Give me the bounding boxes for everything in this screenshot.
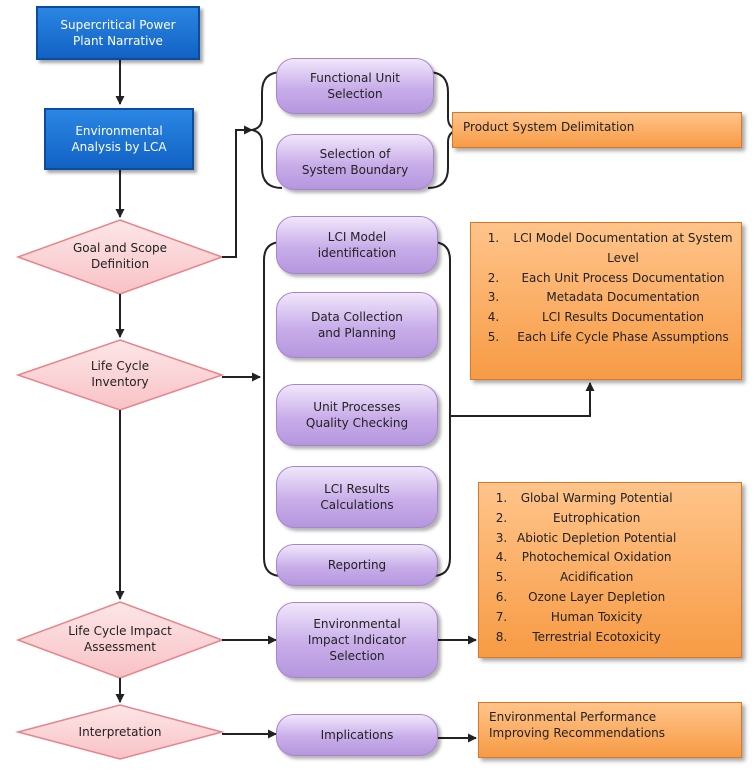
lci-results-node: LCI Results Calculations [276, 466, 438, 528]
impact-category-item: Abiotic Depletion Potential [511, 529, 676, 549]
documentation-item: Each Life Cycle Phase Assumptions [503, 328, 737, 348]
lci-label: Life Cycle Inventory [90, 359, 150, 390]
impact-category-item: Eutrophication [511, 509, 676, 529]
impact-category-item: Ozone Layer Depletion [511, 588, 676, 608]
lci-group-right-bracket [431, 241, 451, 577]
impact-category-item: Terrestrial Ecotoxicity [511, 628, 676, 648]
lcia-label: Life Cycle Impact Assessment [68, 624, 172, 655]
documentation-box: LCI Model Documentation at System LevelE… [470, 222, 742, 380]
env-performance-box: Environmental Performance Improving Reco… [478, 702, 742, 758]
system-boundary-node: Selection of System Boundary [276, 134, 434, 190]
reporting-node: Reporting [276, 544, 438, 586]
unit-quality-node: Unit Processes Quality Checking [276, 384, 438, 446]
env-performance-text: Environmental Performance Improving Reco… [489, 710, 666, 741]
lci-group-left-bracket [263, 241, 283, 577]
env-indicator-node: Environmental Impact Indicator Selection [276, 602, 438, 678]
documentation-list: LCI Model Documentation at System LevelE… [471, 223, 741, 348]
documentation-item: Metadata Documentation [503, 288, 737, 308]
product-system-text: Product System Delimitation [463, 120, 635, 134]
goal-scope-label: Goal and Scope Definition [72, 241, 168, 272]
scope-group-left-brace [251, 71, 283, 189]
env-analysis-box: Environmental Analysis by LCA [44, 108, 194, 170]
product-system-box: Product System Delimitation [452, 112, 742, 148]
data-collection-node: Data Collection and Planning [276, 292, 438, 358]
impact-category-item: Acidification [511, 568, 676, 588]
documentation-item: LCI Results Documentation [503, 308, 737, 328]
impact-category-item: Human Toxicity [511, 608, 676, 628]
functional-unit-node: Functional Unit Selection [276, 58, 434, 114]
impact-category-item: Global Warming Potential [511, 489, 676, 509]
impact-categories-list: Global Warming PotentialEutrophicationAb… [479, 483, 680, 647]
impact-category-item: Photochemical Oxidation [511, 548, 676, 568]
arrow-lci-to-documentation [450, 382, 595, 417]
documentation-item: Each Unit Process Documentation [503, 269, 737, 289]
impact-categories-box: Global Warming PotentialEutrophicationAb… [478, 482, 742, 658]
lci-model-node: LCI Model identification [276, 216, 438, 274]
arrow-goal-to-scope-group [222, 125, 253, 258]
narrative-box: Supercritical Power Plant Narrative [36, 6, 200, 60]
documentation-item: LCI Model Documentation at System Level [503, 229, 737, 269]
interpretation-diamond [15, 704, 225, 760]
interpretation-label: Interpretation [78, 725, 162, 739]
implications-node: Implications [276, 714, 438, 756]
